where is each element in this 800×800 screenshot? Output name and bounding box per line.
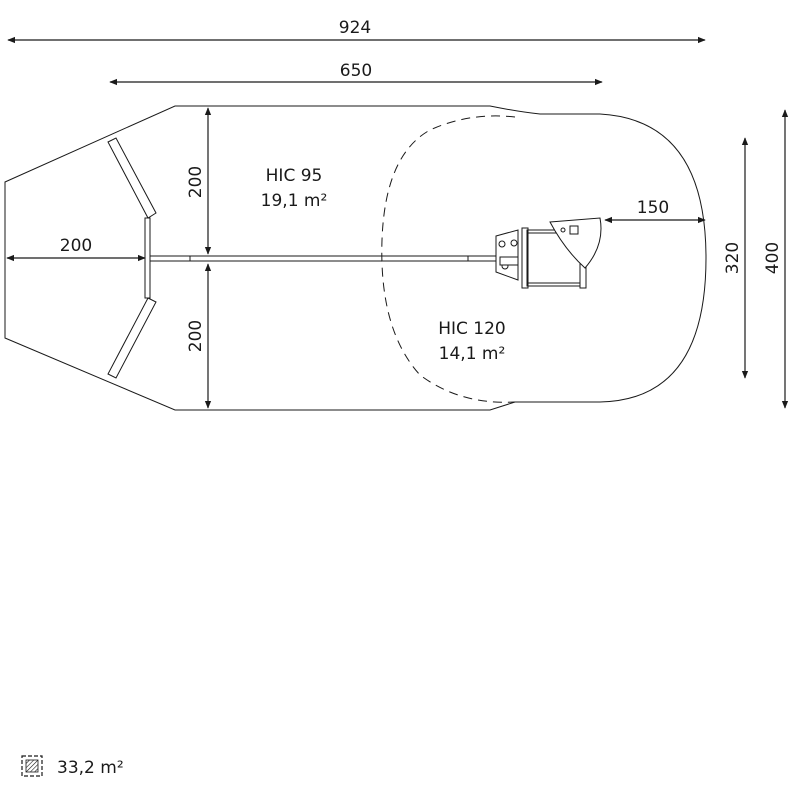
safety-zone-outline bbox=[4, 105, 707, 411]
dimension-label-left-offset: 200 bbox=[60, 236, 92, 256]
dimension-label-inner-height: 320 bbox=[723, 242, 743, 274]
dimension-label-upper-half: 200 bbox=[186, 166, 206, 198]
hic-120-label: HIC 120 bbox=[438, 319, 506, 339]
hatched-area-icon bbox=[21, 755, 43, 777]
dimension-label-right-offset: 150 bbox=[637, 198, 669, 218]
hic-120-zone-boundary bbox=[381, 115, 516, 403]
hic-120-area: 14,1 m² bbox=[439, 344, 506, 364]
beam bbox=[150, 255, 500, 262]
dimension-label-inner-length: 650 bbox=[340, 61, 372, 81]
dimension-label-total-height: 400 bbox=[763, 242, 783, 274]
dimension-lines bbox=[6, 36, 789, 409]
dimension-label-total-length: 924 bbox=[339, 18, 371, 38]
dimension-label-lower-half: 200 bbox=[186, 320, 206, 352]
hic-95-area: 19,1 m² bbox=[261, 191, 328, 211]
end-platform bbox=[495, 217, 602, 289]
hic-95-label: HIC 95 bbox=[266, 166, 323, 186]
total-area-label: 33,2 m² bbox=[57, 758, 124, 778]
